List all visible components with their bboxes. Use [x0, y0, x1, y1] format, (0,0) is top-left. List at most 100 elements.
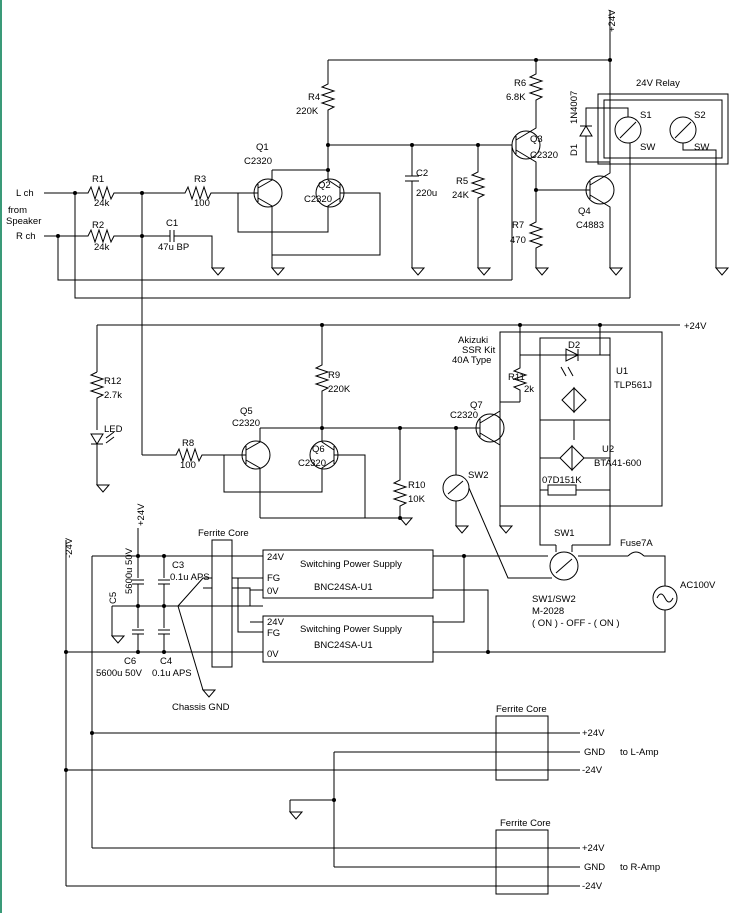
label-r6v: 6.8K — [506, 92, 526, 103]
label-q7v: C2320 — [450, 410, 478, 421]
label-psu1-title: Switching Power Supply — [300, 559, 402, 570]
label-r2v: 24k — [94, 242, 110, 253]
label-q4v: C4883 — [576, 220, 604, 231]
label-r5: R5 — [456, 176, 468, 187]
label-psu2-0v: 0V — [267, 649, 279, 660]
label-ferrite1: Ferrite Core — [198, 528, 249, 539]
label-s1: S1 — [640, 110, 652, 121]
label-psu2-fg: FG — [267, 628, 280, 639]
label-q4: Q4 — [578, 206, 591, 217]
label-c1v: 47u BP — [158, 242, 189, 253]
label-l-pos: +24V — [582, 728, 605, 739]
label-r2: R2 — [92, 220, 104, 231]
label-c3v: 0.1u APS — [170, 572, 210, 583]
label-v24mid: +24V — [684, 321, 707, 332]
label-q1: Q1 — [256, 142, 269, 153]
label-r10v: 10K — [408, 494, 426, 505]
label-r1: R1 — [92, 174, 104, 185]
label-rch: R ch — [16, 231, 36, 242]
label-d1v: 1N4007 — [569, 91, 580, 124]
label-r5v: 24K — [452, 190, 470, 201]
label-q5: Q5 — [240, 406, 253, 417]
label-ferrite3: Ferrite Core — [500, 818, 551, 829]
label-r7: R7 — [512, 220, 524, 231]
label-psu-pos: +24V — [136, 503, 147, 526]
label-q7: Q7 — [470, 400, 483, 411]
label-r11: R11 — [508, 372, 525, 383]
power-supply — [64, 528, 678, 886]
label-psu1-24v: 24V — [267, 552, 285, 563]
label-from: from — [8, 205, 27, 216]
label-c2: C2 — [416, 168, 428, 179]
label-r4v: 220K — [296, 106, 319, 117]
label-c6v: 5600u 50V — [96, 668, 143, 679]
label-r8v: 100 — [180, 460, 196, 471]
label-r3: R3 — [194, 174, 206, 185]
label-r3v: 100 — [194, 198, 210, 209]
label-r9v: 220K — [328, 384, 351, 395]
label-sw1: SW1 — [554, 528, 575, 539]
label-c5: C5 — [108, 592, 119, 604]
label-r-gnd: GND — [584, 862, 605, 873]
label-d2: D2 — [568, 340, 580, 351]
label-c6: C6 — [124, 656, 136, 667]
label-v24top: +24V — [607, 9, 618, 32]
label-u1v: TLP561J — [614, 380, 652, 391]
label-c4: C4 — [160, 656, 172, 667]
label-l-neg: -24V — [582, 765, 603, 776]
label-lch: L ch — [16, 188, 34, 199]
label-l-gnd: GND — [584, 747, 605, 758]
label-ac: AC100V — [680, 580, 716, 591]
label-c2v: 220u — [416, 188, 437, 199]
label-u2: U2 — [602, 444, 614, 455]
label-c3: C3 — [172, 560, 184, 571]
label-ferrite2: Ferrite Core — [496, 704, 547, 715]
label-r-neg: -24V — [582, 881, 603, 892]
label-q3: Q3 — [530, 134, 543, 145]
ssr-driver — [89, 323, 680, 579]
label-q2v: C2320 — [304, 194, 332, 205]
label-q6v: C2320 — [298, 458, 326, 469]
label-psu2-title: Switching Power Supply — [300, 624, 402, 635]
label-psu2-model: BNC24SA-U1 — [314, 640, 373, 651]
label-fuse: Fuse7A — [620, 538, 653, 549]
label-q2: Q2 — [318, 180, 331, 191]
label-s2: S2 — [694, 110, 706, 121]
label-r12: R12 — [104, 376, 121, 387]
label-r11v: 2k — [524, 384, 534, 395]
label-u1: U1 — [616, 366, 628, 377]
label-q5v: C2320 — [232, 418, 260, 429]
label-u2v: BTA41-600 — [594, 458, 641, 469]
label-sw-a: SW — [640, 142, 655, 153]
label-ssr2: SSR Kit — [462, 345, 496, 356]
label-r9: R9 — [328, 370, 340, 381]
label-ssr1: Akizuki — [458, 335, 488, 346]
label-q6: Q6 — [312, 444, 325, 455]
label-r12v: 2.7k — [104, 390, 122, 401]
label-lamp: to L-Amp — [620, 747, 659, 758]
label-varistor: 07D151K — [542, 475, 582, 486]
label-c4v: 0.1u APS — [152, 668, 192, 679]
label-r7v: 470 — [510, 235, 526, 246]
label-q1v: C2320 — [244, 156, 272, 167]
label-speaker: Speaker — [6, 216, 41, 227]
label-swnote1: SW1/SW2 — [532, 594, 576, 605]
label-swnote2: M-2028 — [532, 606, 564, 617]
label-r1v: 24k — [94, 198, 110, 209]
speaker-detector — [44, 10, 729, 455]
label-r8: R8 — [182, 438, 194, 449]
label-chassis: Chassis GND — [172, 702, 230, 713]
labels: L ch from Speaker R ch R1 24k R2 24k R3 … — [6, 9, 716, 892]
label-swnote3: ( ON ) - OFF - ( ON ) — [532, 618, 620, 629]
label-c5v: 5600u 50V — [124, 547, 135, 594]
label-psu2-24v: 24V — [267, 617, 285, 628]
label-d1: D1 — [569, 144, 580, 156]
label-sw-b: SW — [694, 142, 709, 153]
label-r10: R10 — [408, 480, 425, 491]
label-psu1-model: BNC24SA-U1 — [314, 582, 373, 593]
label-r4: R4 — [308, 92, 320, 103]
label-psu1-fg: FG — [267, 573, 280, 584]
label-ramp: to R-Amp — [620, 862, 660, 873]
label-psu-neg: -24V — [64, 537, 75, 558]
